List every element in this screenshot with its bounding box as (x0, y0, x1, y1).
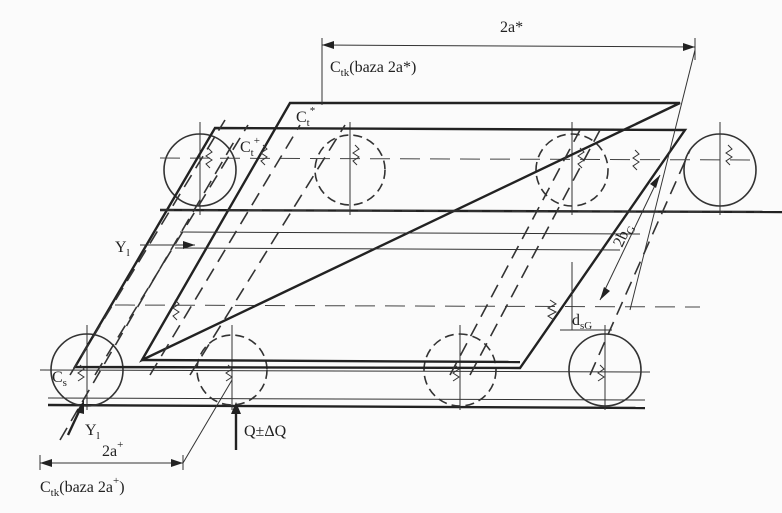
label-y-lower: Yl (85, 422, 100, 442)
label-y-upper: Yl (115, 239, 130, 259)
side-members-right (159, 129, 761, 376)
dim-width (560, 174, 661, 331)
frame-outer-outline (72, 126, 688, 370)
frame-inner (139, 101, 681, 364)
wheel-rear-left-inner (314, 134, 386, 206)
label-c-star: Ct* (296, 105, 315, 129)
labels: 2a* Ctk(baza 2a*) Ct* Ct+ Yl Cs Yl 2a+ C… (40, 19, 638, 499)
dashed-centerlines (114, 157, 761, 308)
rails (47, 208, 782, 410)
label-d-sg: dsG (572, 312, 592, 332)
frame-horizontals (174, 231, 641, 251)
bottom-rail-line (47, 403, 646, 410)
label-ctk-top: Ctk(baza 2a*) (330, 59, 416, 79)
label-width-dim: 2bG (610, 221, 638, 251)
label-top-dim: 2a* (500, 19, 523, 36)
side-members-left (59, 119, 346, 441)
label-load: Q±ΔQ (244, 423, 287, 440)
frame-inner-top (139, 101, 681, 363)
label-ctk-bottom: Ctk(baza 2a+) (40, 475, 125, 499)
dim-top (321, 38, 696, 311)
frame-inner-bottom (141, 358, 521, 364)
bottom-rail-thin (47, 397, 646, 401)
load-arrow (231, 402, 241, 450)
springs (77, 144, 733, 382)
dim-bottom (39, 379, 233, 470)
label-c-left: Cs (52, 369, 67, 389)
label-c-plus: Ct+ (240, 135, 260, 159)
wheel-front-left-inner (196, 334, 268, 406)
y-arrows (66, 241, 195, 436)
frame-outer (72, 126, 688, 370)
label-bottom-dim: 2a+ (102, 439, 123, 460)
